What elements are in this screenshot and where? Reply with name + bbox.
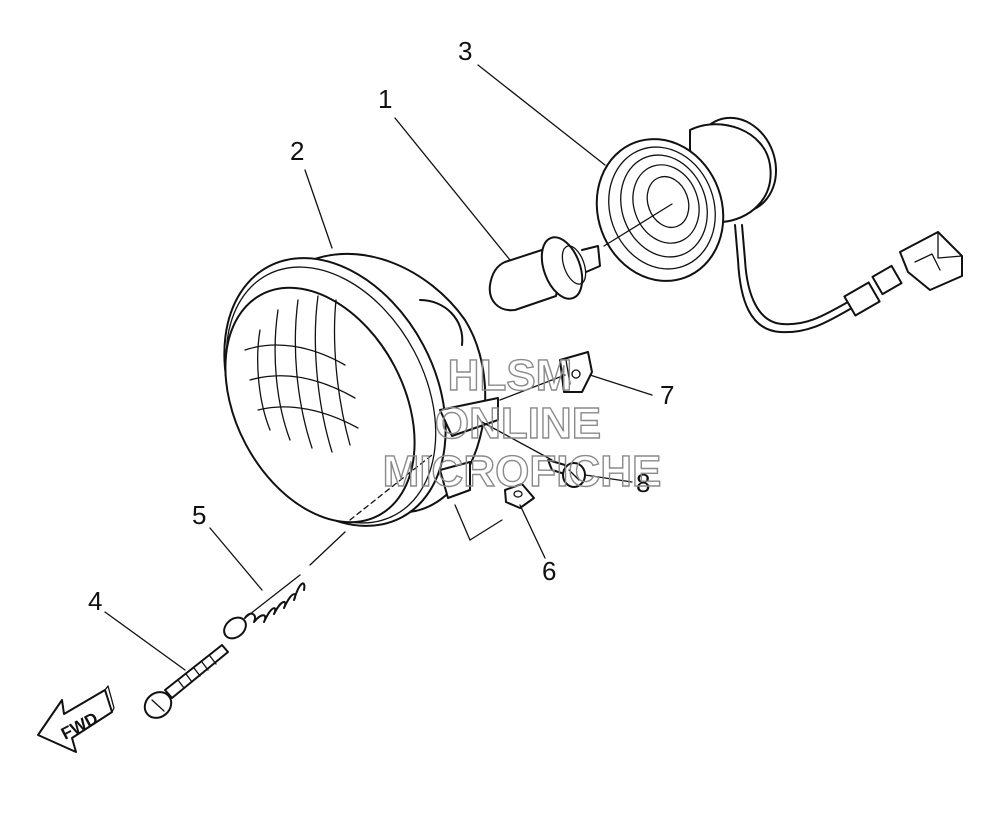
watermark-line-2: ONLINE bbox=[435, 399, 601, 448]
bulb bbox=[488, 236, 601, 312]
callout-6: 6 bbox=[542, 556, 556, 586]
callout-3: 3 bbox=[458, 36, 472, 66]
callout-7: 7 bbox=[660, 380, 674, 410]
headlight-assembly bbox=[223, 252, 499, 527]
watermark-line-3: MICROFICHE bbox=[383, 447, 662, 496]
callout-2: 2 bbox=[290, 136, 304, 166]
callout-numbers: 1 2 3 4 5 6 7 8 bbox=[88, 36, 674, 616]
bulb-socket bbox=[595, 116, 963, 334]
spring bbox=[223, 574, 306, 640]
fwd-arrow-icon: FWD bbox=[37, 685, 115, 753]
callout-8: 8 bbox=[636, 468, 650, 498]
clip-nut bbox=[559, 351, 593, 393]
adjusting-screw bbox=[143, 644, 229, 719]
callout-5: 5 bbox=[192, 500, 206, 530]
nut bbox=[504, 483, 535, 509]
watermark: HLSM ONLINE MICROFICHE bbox=[382, 350, 662, 496]
callout-4: 4 bbox=[88, 586, 102, 616]
callout-1: 1 bbox=[378, 84, 392, 114]
leader-lines bbox=[104, 64, 673, 671]
watermark-line-1: HLSM bbox=[448, 351, 573, 400]
